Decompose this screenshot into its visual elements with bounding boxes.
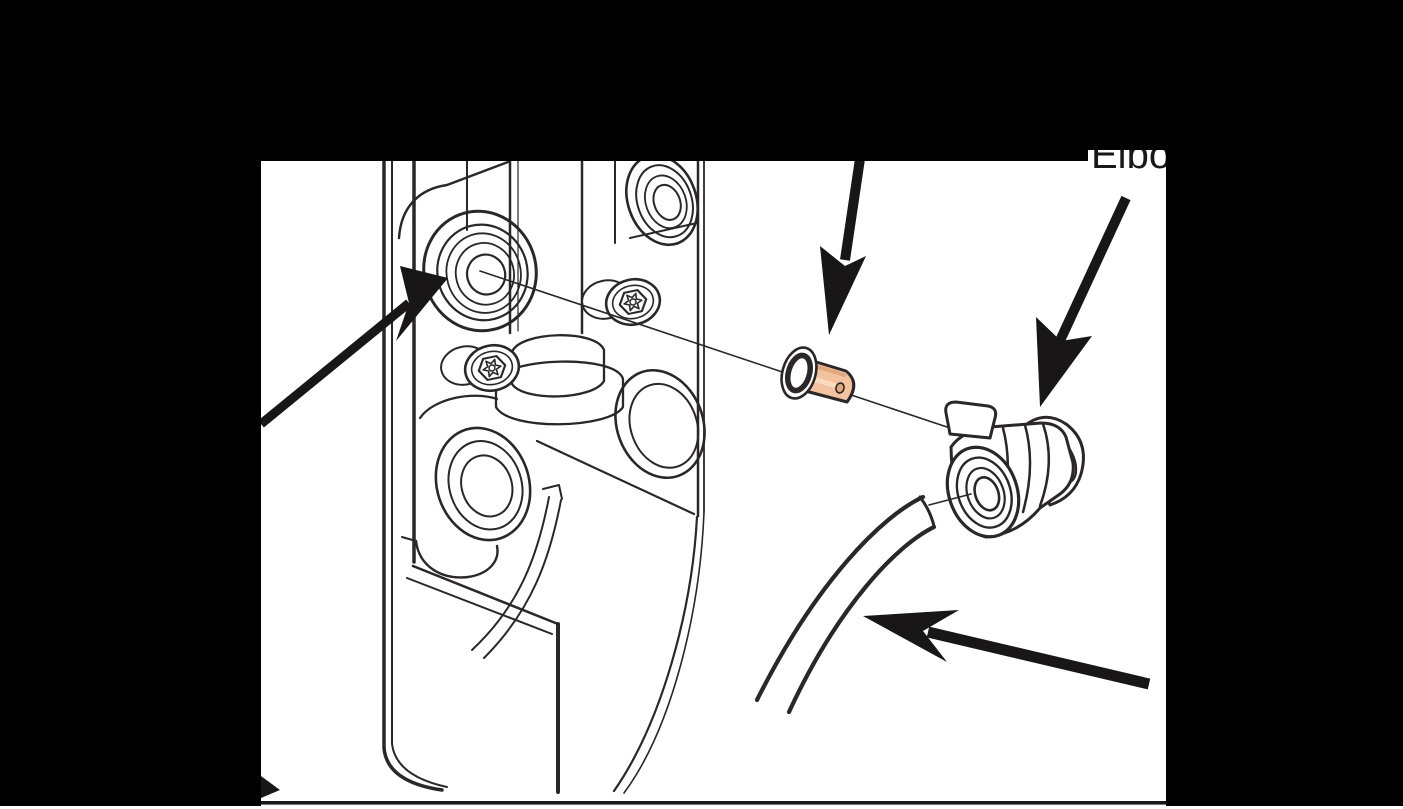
arrow-tip-bottom-left bbox=[261, 776, 280, 798]
figure-bottom-border bbox=[261, 801, 1166, 805]
mask-right bbox=[1166, 0, 1403, 806]
arrow-to-ferrule bbox=[820, 151, 866, 335]
port-lower-right bbox=[614, 368, 706, 480]
door-curve bbox=[612, 515, 699, 793]
instrument-housing bbox=[382, 148, 705, 794]
port-lower-left bbox=[434, 426, 532, 542]
pump-head bbox=[397, 148, 706, 659]
alignment-centerline bbox=[479, 270, 948, 428]
arrow-to-elbow bbox=[1036, 195, 1131, 407]
mask-left bbox=[0, 0, 261, 806]
arrow-to-tubing bbox=[863, 610, 1151, 690]
ferrule bbox=[780, 346, 856, 404]
tubing bbox=[754, 494, 937, 715]
elbow-fitting bbox=[928, 400, 1085, 539]
ferrule-tip-hole bbox=[835, 382, 845, 394]
arrow-to-inlet-port bbox=[258, 266, 448, 428]
tube-centerline bbox=[928, 493, 972, 506]
callout-arrows bbox=[258, 151, 1151, 798]
torx-bolt-lower bbox=[440, 343, 521, 393]
capillary-tube bbox=[471, 484, 563, 659]
elbow-face-rings bbox=[945, 445, 1021, 539]
elbow-release-tab bbox=[944, 400, 998, 440]
door-edge bbox=[411, 564, 560, 626]
